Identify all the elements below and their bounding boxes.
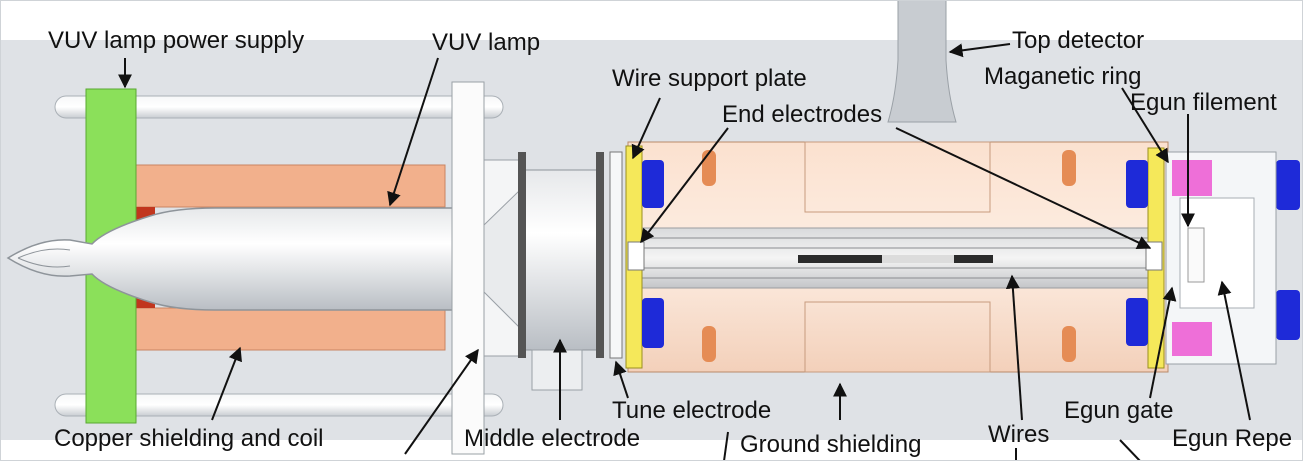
blue-knob	[1276, 160, 1300, 210]
leader-stub	[1119, 439, 1141, 461]
arrow-egun-gate	[1149, 286, 1177, 399]
blue-knob	[642, 160, 664, 208]
blue-knob	[1276, 290, 1300, 340]
arrow-copper-shielding	[211, 346, 242, 421]
end-electrode-left	[627, 241, 645, 271]
label-tune-electrode: Tune electrode	[612, 397, 771, 424]
arrow-wire-support-plate	[631, 97, 661, 160]
arrow-lamp-plate	[404, 348, 479, 455]
wire-center-light	[882, 255, 954, 263]
blue-knob	[642, 298, 664, 348]
arrow-magnetic-ring	[1121, 87, 1169, 164]
support-rod-top	[54, 95, 504, 119]
label-egun-filament: Egun filement	[1130, 89, 1277, 116]
arrow-top-detector	[948, 43, 1011, 58]
arrow-wires	[1005, 274, 1023, 421]
copper-pin-4	[1062, 326, 1076, 362]
blue-knob	[1126, 298, 1148, 346]
label-vuv-power-supply: VUV lamp power supply	[48, 27, 304, 54]
label-vuv-lamp: VUV lamp	[432, 29, 540, 56]
label-ground-shielding: Ground shielding	[740, 431, 921, 458]
arrow-egun-repeller	[1217, 280, 1251, 421]
middle-electrode-ring-1	[518, 152, 526, 358]
copper-pin-1	[702, 150, 716, 186]
label-top-detector: Top detector	[1012, 27, 1144, 54]
arrow-end-electrode-right	[895, 127, 1152, 249]
label-egun-gate: Egun gate	[1064, 397, 1173, 424]
arrow-tune-electrode	[613, 360, 629, 399]
tune-electrode-ring	[609, 151, 623, 359]
copper-shielding-bottom	[134, 307, 446, 351]
leader-stub	[723, 431, 729, 461]
lamp-tip-detail	[17, 248, 71, 268]
magnetic-ring-top	[1172, 160, 1212, 196]
label-wires: Wires	[988, 421, 1049, 448]
label-magnetic-ring: Maganetic ring	[984, 63, 1141, 90]
label-copper-shielding: Copper shielding and coil	[54, 425, 324, 452]
copper-shielding-top	[134, 164, 446, 208]
magnetic-ring-bottom	[1172, 322, 1212, 356]
arrow-end-electrode-left	[640, 127, 729, 244]
support-rod-bottom	[54, 393, 504, 417]
label-egun-repeller: Egun Repe	[1172, 425, 1292, 452]
egun-gate-block	[1187, 227, 1205, 283]
label-end-electrodes: End electrodes	[722, 101, 882, 128]
label-wire-support-plate: Wire support plate	[612, 65, 807, 92]
blue-knob	[1126, 160, 1148, 208]
top-detector	[887, 0, 957, 123]
chamber-window-top	[804, 141, 991, 213]
copper-pin-3	[702, 326, 716, 362]
chamber-window-bottom	[804, 301, 991, 373]
arrow-vuv-lamp	[387, 57, 439, 207]
middle-electrode-body	[519, 169, 601, 351]
lamp-mount-plate	[451, 81, 485, 455]
middle-electrode-ring-2	[596, 152, 604, 358]
copper-pin-2	[1062, 150, 1076, 186]
middle-electrode-base	[531, 349, 583, 391]
label-middle-electrode: Middle electrode	[464, 425, 640, 452]
end-electrode-right	[1145, 241, 1163, 271]
